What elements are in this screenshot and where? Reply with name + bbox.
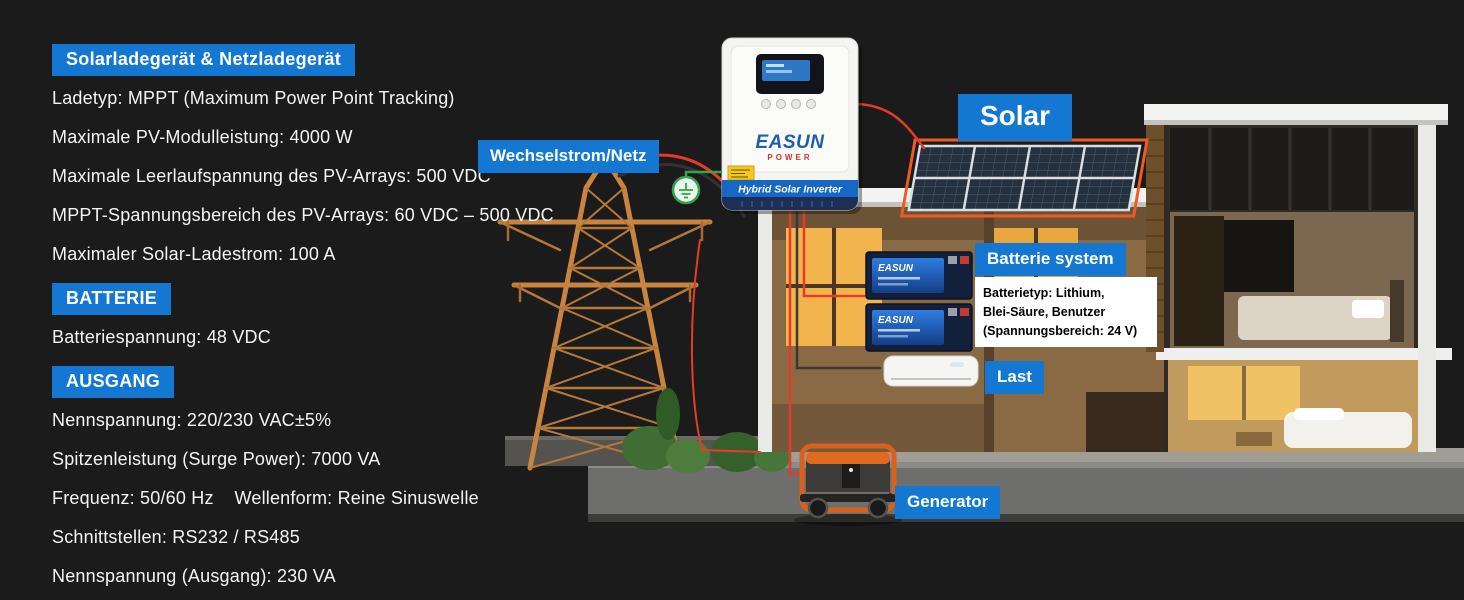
battery-unit: EASUN [865,303,973,352]
inverter-product-band [722,180,858,197]
battery-info-line: Blei-Säure, Benutzer [983,304,1106,319]
section-badge-output: AUSGANG [52,366,175,398]
spec-line: Spitzenleistung (Surge Power): 7000 VA [52,449,381,469]
generator [794,443,902,526]
battery-brand-text: EASUN [878,315,914,326]
section-badge-solar-grid-charger: Solarladegerät & Netzladegerät [52,44,356,76]
warning-sticker [727,165,755,181]
inverter-brand: EASUN [755,132,825,153]
spec-line: Ladetyp: MPPT (Maximum Power Point Track… [52,88,455,108]
ground-symbol [671,170,722,205]
spec-line: Maximale Leerlaufspannung des PV-Arrays:… [52,166,491,186]
inverter-brand-sub: POWER [767,153,812,162]
spec-panel: Solarladegerät & Netzladegerät Ladetyp: … [52,44,572,600]
spec-line: Frequenz: 50/60 Hz Wellenform: Reine Sin… [52,488,479,508]
label-generator: Generator [895,486,1001,519]
inverter-buttons [761,99,816,109]
ground [588,448,1464,522]
spec-section-solar-grid-charger: Solarladegerät & Netzladegerät Ladetyp: … [52,44,572,265]
spec-section-output: AUSGANG Nennspannung: 220/230 VAC±5% Spi… [52,366,572,587]
label-solar: Solar [958,94,1073,141]
battery-unit: EASUN [865,251,973,300]
spec-section-battery: BATTERIE Batteriespannung: 48 VDC [52,283,572,348]
spec-line: MPPT-Spannungsbereich des PV-Arrays: 60 … [52,205,554,225]
battery-info-line: Batterietyp: Lithium, [983,286,1105,300]
label-batterie-system: Batterie system [975,243,1126,276]
air-conditioner [883,355,979,387]
spec-line: Batteriespannung: 48 VDC [52,327,271,347]
spec-line: Schnittstellen: RS232 / RS485 [52,527,300,547]
inverter-base [722,197,858,210]
spec-line: Nennspannung: 220/230 VAC±5% [52,410,332,430]
label-wechselstrom-netz: Wechselstrom/Netz [478,140,659,173]
battery-brand-text: EASUN [878,263,914,274]
solar-panels [899,138,1149,218]
label-last: Last [985,361,1044,394]
inverter: EASUN POWER Hybrid Solar Inverter [721,37,862,214]
inverter-product-text: Hybrid Solar Inverter [738,184,843,196]
spec-line: Nennspannung (Ausgang): 230 VA [52,566,336,586]
spec-line: Maximale PV-Modulleistung: 4000 W [52,127,353,147]
section-badge-battery: BATTERIE [52,283,172,315]
battery-info-box: Batterietyp: Lithium, Blei-Säure, Benutz… [975,277,1157,348]
spec-line: Maximaler Solar-Ladestrom: 100 A [52,244,336,264]
inverter-display [756,54,824,94]
battery-system: EASUN EASUN [865,251,973,352]
battery-info-line: (Spannungsbereich: 24 V) [983,323,1138,338]
